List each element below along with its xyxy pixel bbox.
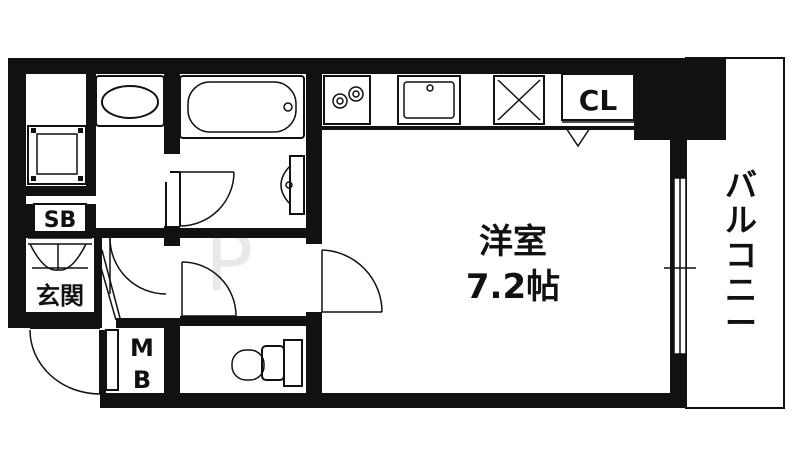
- main-room-size: 7.2帖: [466, 267, 560, 307]
- toilet-door: [181, 261, 237, 317]
- entrance: 玄関: [28, 237, 92, 310]
- meter-box: M B: [105, 329, 154, 394]
- bathtub: [179, 75, 305, 139]
- bathroom-sink: [280, 155, 305, 215]
- refrigerator-space: [493, 75, 545, 125]
- svg-text:ル: ル: [725, 201, 757, 239]
- interior-walls: [26, 74, 634, 408]
- shoe-box: SB: [33, 203, 87, 233]
- closet: CL: [561, 73, 635, 148]
- sb-label: SB: [44, 208, 77, 233]
- bathroom-door: [170, 171, 235, 227]
- svg-text:バ: バ: [725, 166, 757, 204]
- washroom-door: [109, 182, 167, 295]
- kitchen-stove: [323, 75, 371, 125]
- svg-text:コ: コ: [725, 236, 757, 274]
- closet-label: CL: [579, 84, 618, 117]
- toilet: [231, 339, 303, 387]
- entrance-label: 玄関: [36, 282, 84, 310]
- svg-text:ニ: ニ: [725, 271, 757, 309]
- washbasin: [95, 75, 165, 127]
- room-door: [321, 249, 383, 313]
- front-door: [29, 327, 101, 395]
- balcony-label: バ ル コ ニ ー: [725, 166, 757, 342]
- corridor-sliding-door: [95, 249, 121, 321]
- main-room-name: 洋室: [479, 222, 547, 262]
- mb-label-b: B: [133, 366, 151, 394]
- kitchen-sink: [397, 75, 461, 125]
- svg-text:ー: ー: [725, 304, 757, 342]
- mb-label-m: M: [130, 334, 154, 362]
- washing-machine-pan: [27, 125, 87, 185]
- balcony-sliding-window: [664, 177, 696, 355]
- main-room: 洋室 7.2帖: [466, 222, 560, 307]
